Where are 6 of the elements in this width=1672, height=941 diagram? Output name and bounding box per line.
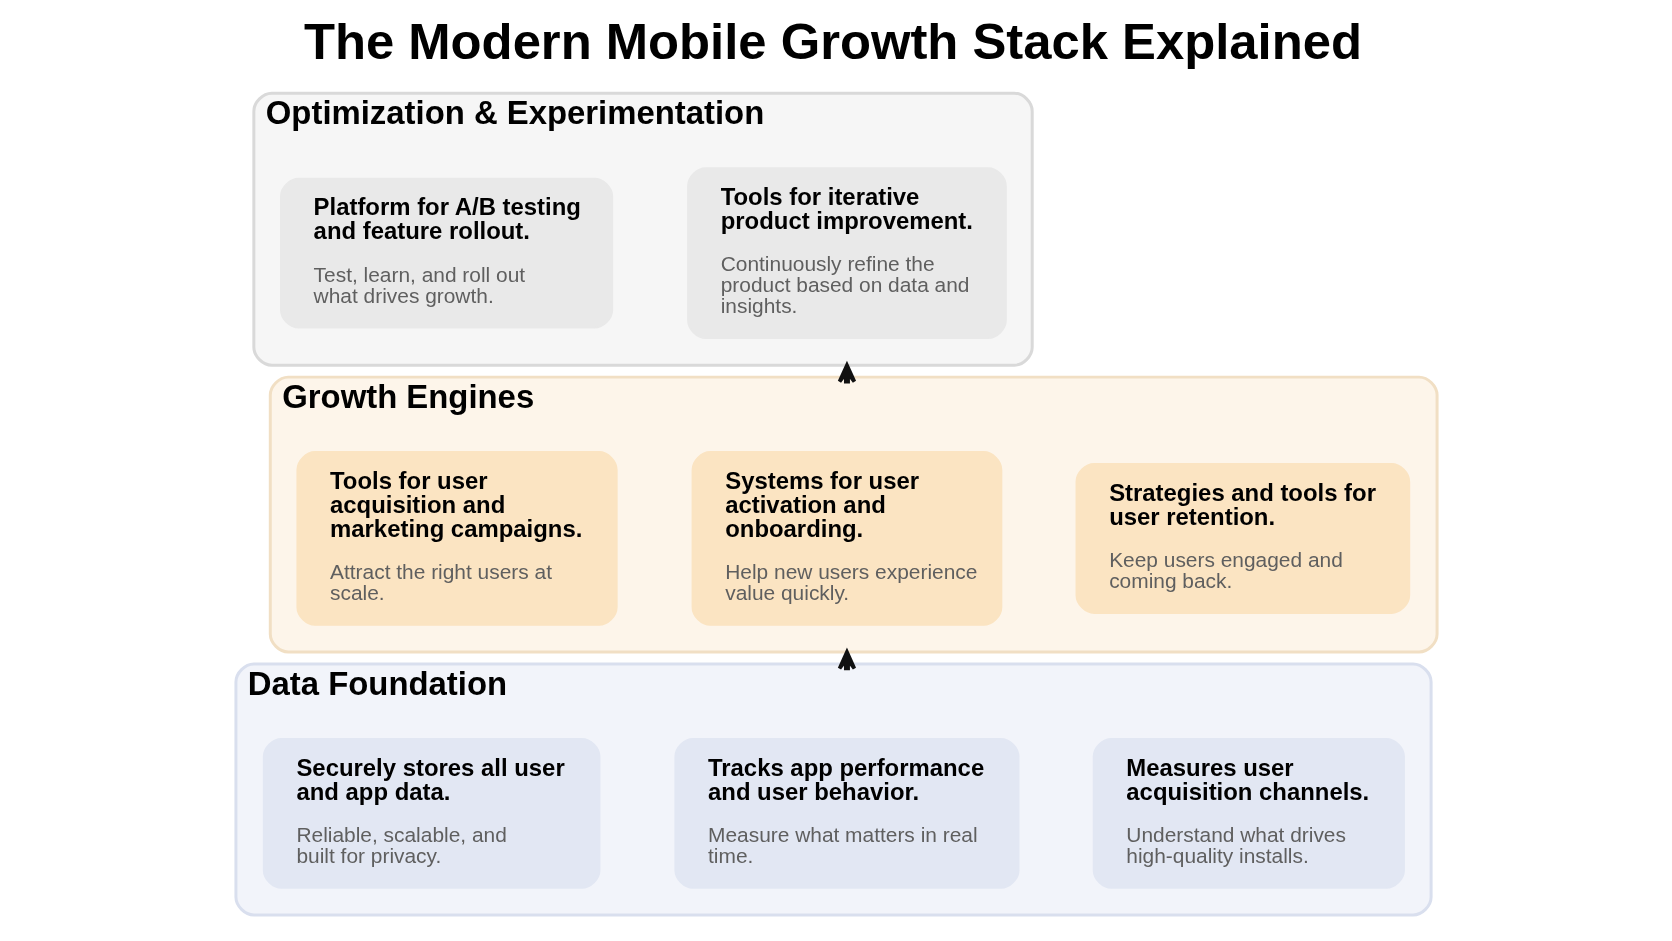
arrow xyxy=(837,363,856,384)
arrow xyxy=(837,650,856,671)
node-box: Tools for user acquisition and marketing campaigns. Attract the right users at scale. xyxy=(295,451,618,626)
node-box: Strategies and tools for user retention. Keep users engaged and coming back. xyxy=(1075,463,1410,614)
node-box: Systems for user activation and onboarding. Help new users experience value quickly. xyxy=(691,451,1002,626)
diagram-title: The Modern Mobile Growth Stack Explained xyxy=(303,13,1362,71)
